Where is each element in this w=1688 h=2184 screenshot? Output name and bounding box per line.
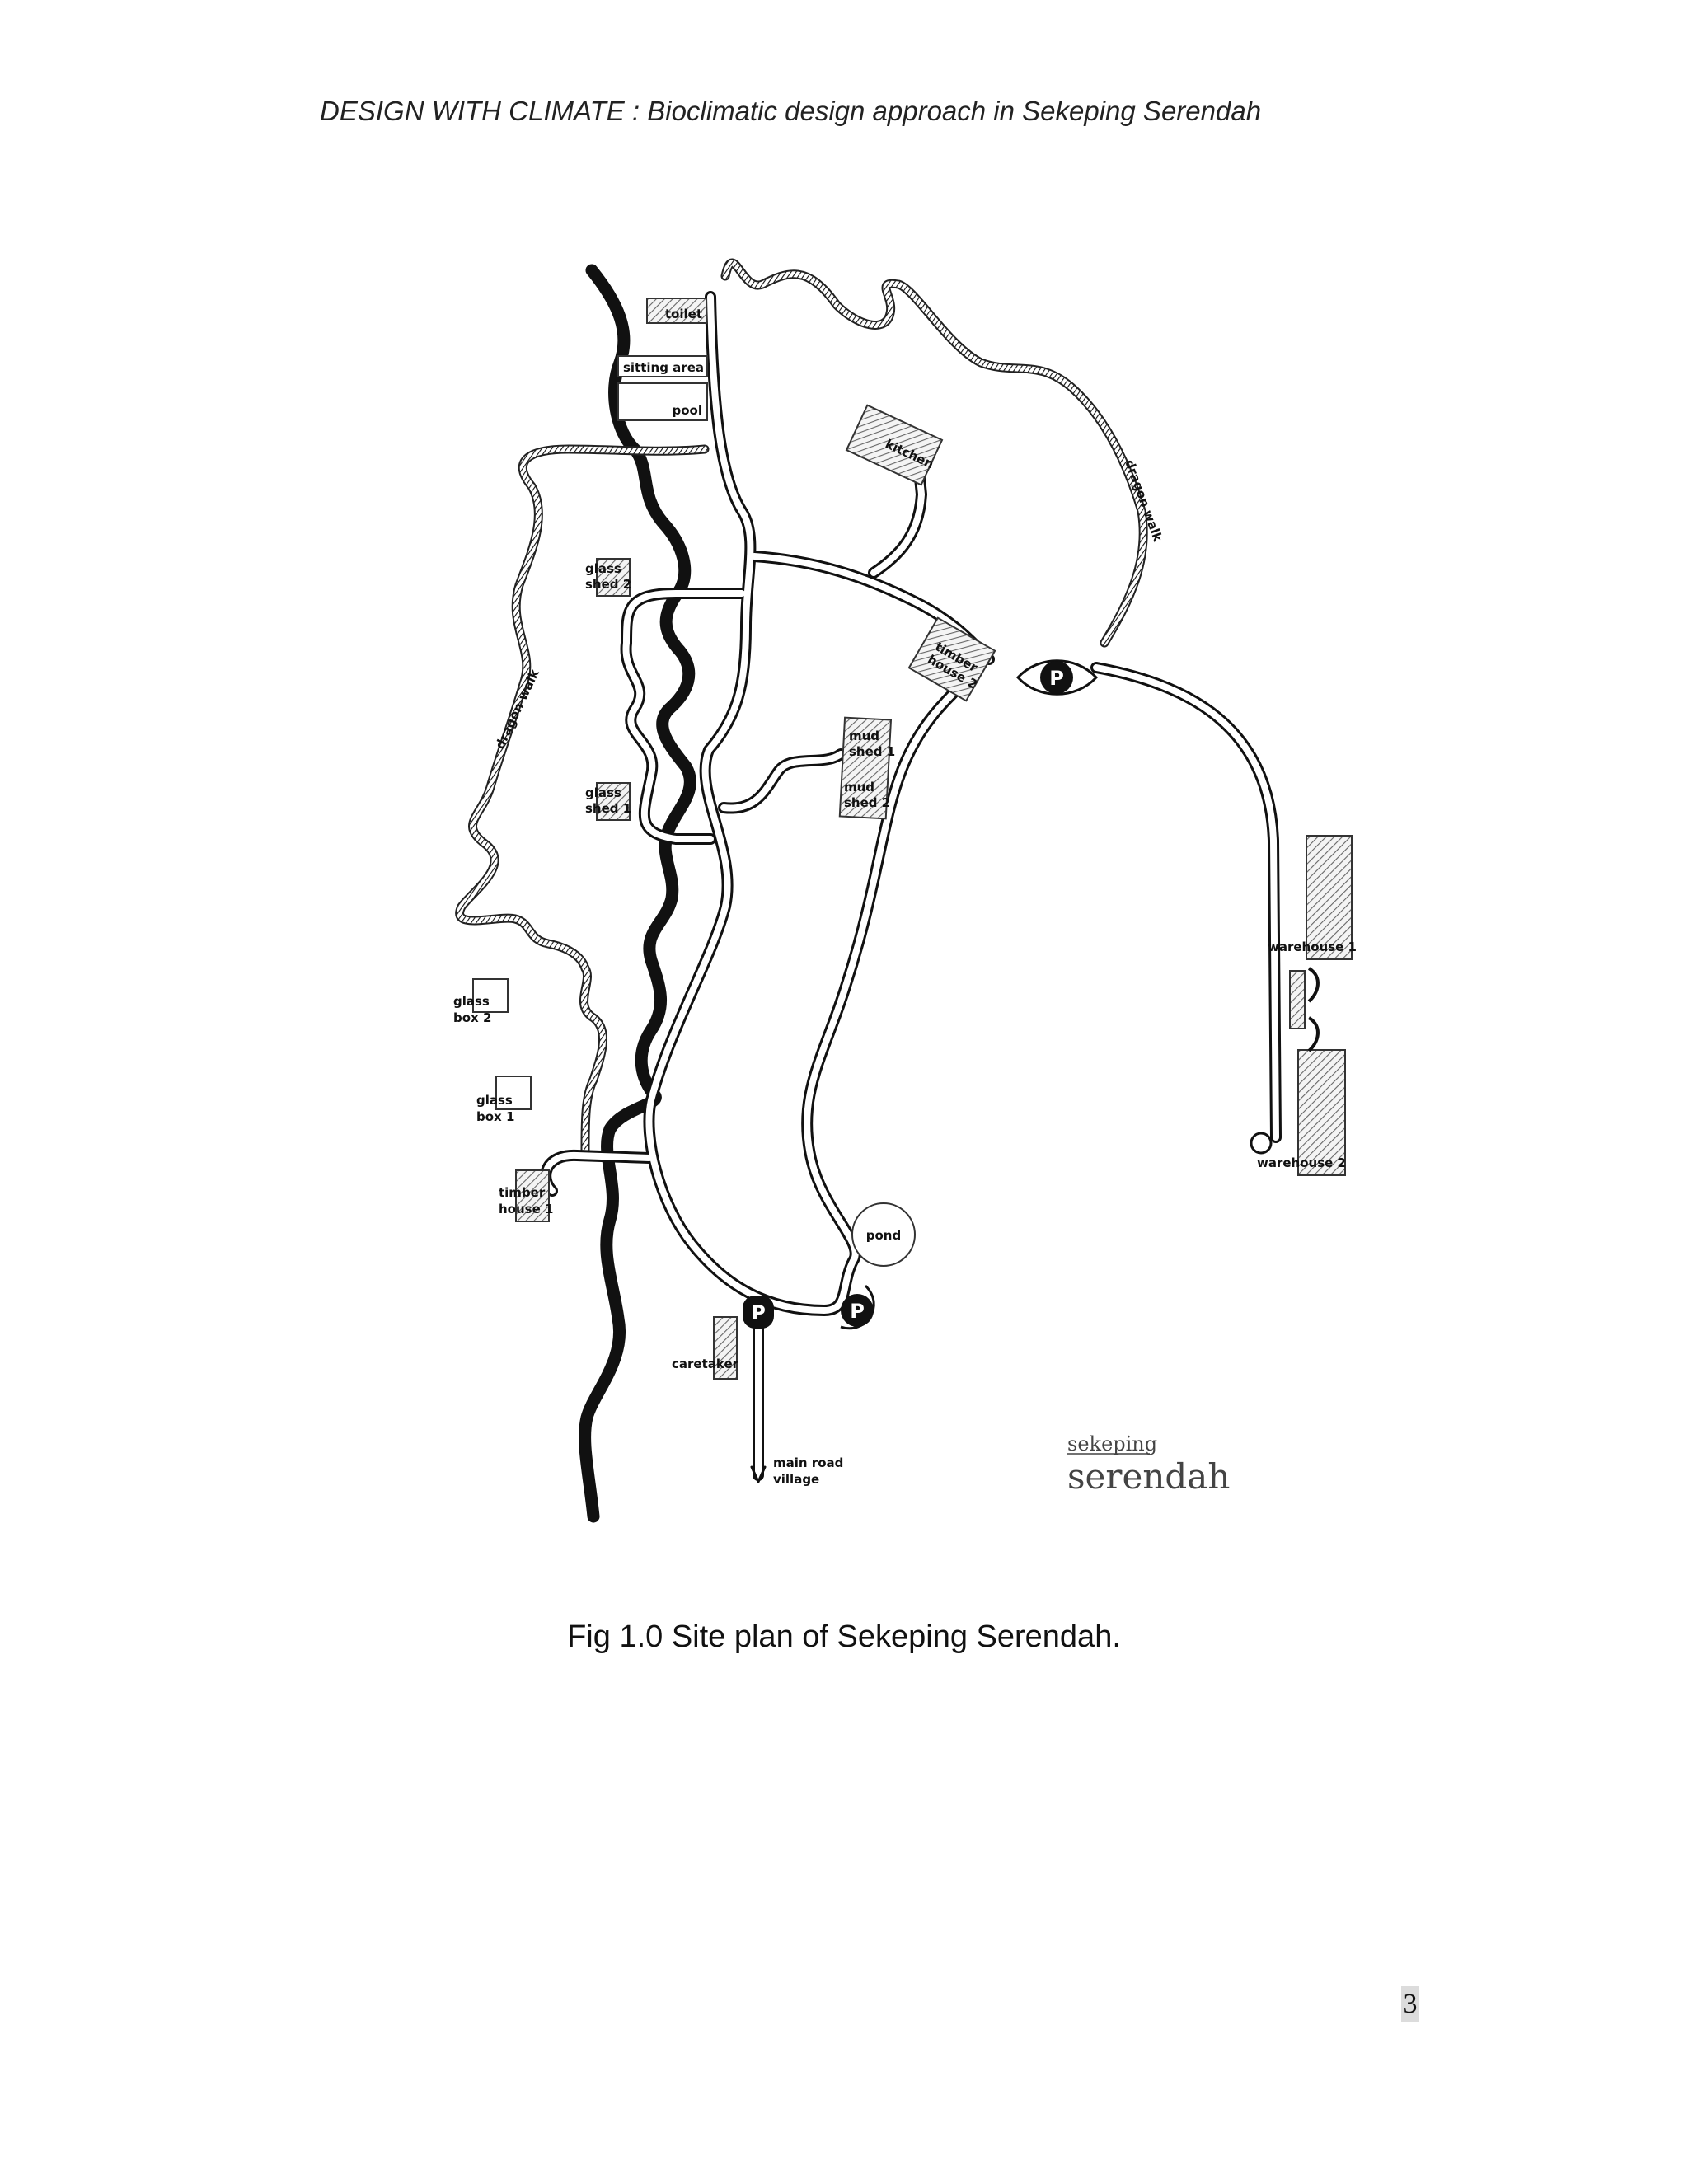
svg-text:house 1: house 1: [499, 1202, 553, 1216]
svg-text:mud: mud: [849, 729, 879, 743]
svg-text:dragon walk: dragon walk: [492, 667, 542, 752]
map-labels: toilet sitting area pool kitchen dragon …: [453, 307, 1357, 1487]
warehouse-1-building: [1306, 835, 1353, 960]
svg-text:glass: glass: [453, 994, 490, 1009]
svg-text:toilet: toilet: [665, 307, 702, 321]
svg-text:box 2: box 2: [453, 1010, 491, 1025]
svg-text:warehouse 1: warehouse 1: [1268, 940, 1357, 954]
glass-shed-1-building: [596, 782, 631, 821]
running-header: DESIGN WITH CLIMATE : Bioclimatic design…: [320, 96, 1262, 126]
kitchen-building: [845, 404, 944, 486]
svg-text:shed 2: shed 2: [585, 577, 631, 592]
warehouse-small-building: [1289, 970, 1306, 1029]
parking-markers: P P P: [743, 659, 1099, 1330]
sitting-area: [617, 355, 708, 377]
buildings: [472, 298, 1353, 1380]
svg-text:pool: pool: [673, 403, 703, 418]
toilet-building: [646, 298, 707, 324]
glass-shed-2-building: [596, 558, 631, 597]
svg-text:box 1: box 1: [476, 1109, 514, 1124]
glass-box-1-building: [495, 1076, 532, 1110]
mud-shed-building: [838, 716, 893, 820]
svg-text:P: P: [1049, 667, 1064, 690]
svg-text:shed 1: shed 1: [585, 801, 631, 816]
page-number: 3: [1401, 1986, 1419, 2022]
river: [579, 264, 696, 1523]
svg-text:timber: timber: [499, 1185, 546, 1200]
svg-text:serendah: serendah: [1067, 1456, 1230, 1497]
svg-text:warehouse 2: warehouse 2: [1257, 1155, 1346, 1170]
svg-text:main road: main road: [773, 1455, 843, 1470]
svg-text:glass: glass: [585, 561, 621, 576]
svg-text:caretaker: caretaker: [672, 1357, 739, 1371]
pond: [851, 1202, 916, 1267]
svg-text:P: P: [751, 1301, 766, 1324]
figure-caption: Fig 1.0 Site plan of Sekeping Serendah.: [567, 1619, 1121, 1654]
svg-text:shed 2: shed 2: [844, 795, 890, 810]
sekeping-serendah-logo: sekeping serendah: [1067, 1432, 1230, 1497]
glass-box-2-building: [472, 978, 509, 1013]
svg-text:glass: glass: [476, 1093, 513, 1108]
svg-text:sitting area: sitting area: [623, 360, 704, 375]
caretaker-building: [713, 1316, 738, 1380]
svg-text:pond: pond: [866, 1228, 901, 1243]
warehouse-2-building: [1297, 1049, 1346, 1176]
svg-text:village: village: [773, 1472, 819, 1487]
timber-house-2-building: [907, 616, 996, 702]
svg-text:glass: glass: [585, 785, 621, 800]
svg-text:shed 1: shed 1: [849, 744, 895, 759]
dragon-walk: [455, 258, 1148, 1155]
timber-house-1-building: [515, 1169, 550, 1222]
pool: [617, 382, 708, 421]
svg-text:sekeping: sekeping: [1067, 1432, 1157, 1455]
svg-text:P: P: [850, 1300, 865, 1323]
svg-text:mud: mud: [844, 780, 874, 794]
